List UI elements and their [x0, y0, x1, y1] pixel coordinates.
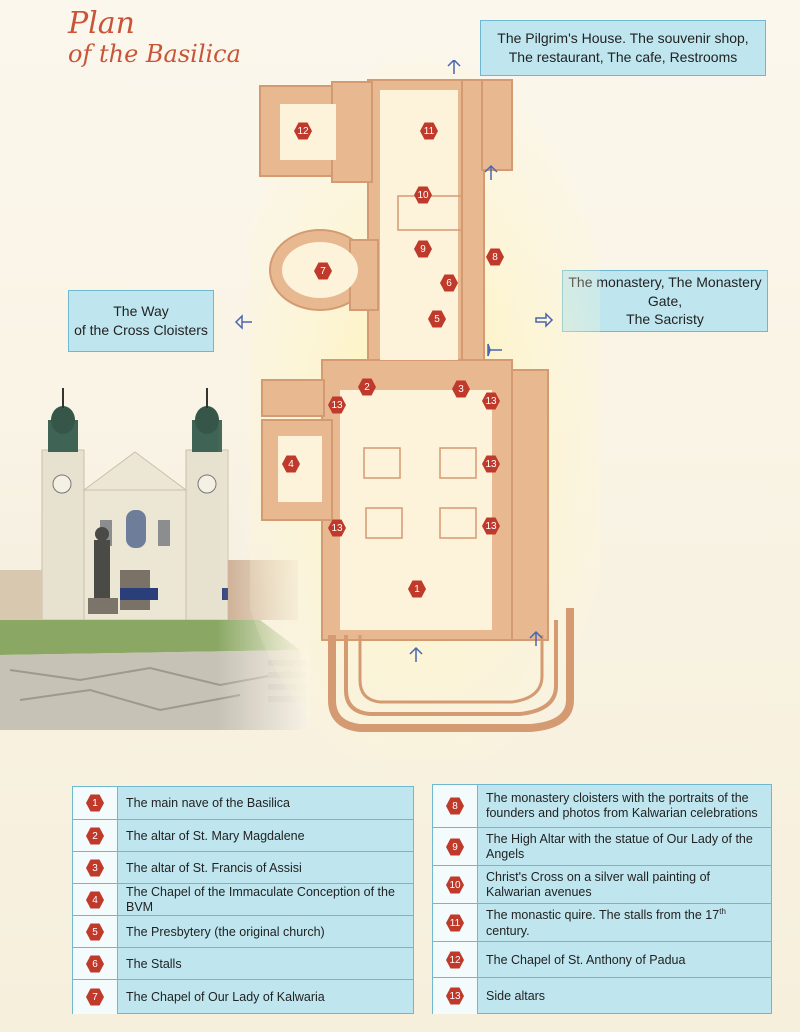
callout-way-of-cross: The Way of the Cross Cloisters: [68, 290, 214, 352]
legend-marker-6: 6: [86, 955, 104, 973]
title-line-2: of the Basilica: [68, 39, 241, 68]
legend-text-4: The Chapel of the Immaculate Conception …: [126, 885, 395, 914]
plan-marker-13[interactable]: 13: [482, 517, 500, 535]
legend-item-10[interactable]: 10 Christ's Cross on a silver wall paint…: [433, 865, 771, 904]
arrow-right-icon: [535, 312, 554, 328]
legend-text-5: The Presbytery (the original church): [126, 924, 325, 939]
legend-item-9[interactable]: 9 The High Altar with the statue of Our …: [433, 827, 771, 866]
legend-marker-4: 4: [86, 891, 104, 909]
legend-text-10: Christ's Cross on a silver wall painting…: [486, 870, 710, 899]
legend-text-9: The High Altar with the statue of Our La…: [486, 832, 753, 861]
callout-pilgrims-house: The Pilgrim's House. The souvenir shop, …: [480, 20, 766, 76]
plan-marker-10[interactable]: 10: [414, 186, 432, 204]
callout-monastery-line-1: The monastery, The Monastery Gate,: [568, 273, 762, 309]
legend-text-7: The Chapel of Our Lady of Kalwaria: [126, 989, 325, 1004]
legend-right: 8 The monastery cloisters with the portr…: [432, 784, 772, 1014]
plan-marker-13[interactable]: 13: [328, 396, 346, 414]
page-title: Plan of the Basilica: [68, 8, 241, 67]
plan-marker-9[interactable]: 9: [414, 240, 432, 258]
callout-pilgrims-house-line-1: The Pilgrim's House. The souvenir shop,: [497, 30, 749, 47]
legend-item-6[interactable]: 6 The Stalls: [73, 947, 413, 980]
legend-text-3: The altar of St. Francis of Assisi: [126, 860, 302, 875]
legend-item-4[interactable]: 4 The Chapel of the Immaculate Conceptio…: [73, 883, 413, 916]
legend-marker-13: 13: [446, 987, 464, 1005]
callout-way-of-cross-line-2: of the Cross Cloisters: [74, 322, 208, 338]
plan-marker-5[interactable]: 5: [428, 310, 446, 328]
arrow-up-icon: [409, 646, 423, 662]
plan-marker-12[interactable]: 12: [294, 122, 312, 140]
legend-marker-5: 5: [86, 923, 104, 941]
arrow-up-icon: [447, 60, 461, 74]
legend-text-1: The main nave of the Basilica: [126, 795, 290, 810]
legend-item-7[interactable]: 7 The Chapel of Our Lady of Kalwaria: [73, 979, 413, 1014]
arrow-left-icon: [487, 343, 502, 357]
plan-marker-8[interactable]: 8: [486, 248, 504, 266]
plan-marker-6[interactable]: 6: [440, 274, 458, 292]
title-line-1: Plan: [68, 6, 135, 41]
legend-marker-11: 11: [446, 914, 464, 932]
plan-marker-11[interactable]: 11: [420, 122, 438, 140]
legend-item-11[interactable]: 11 The monastic quire. The stalls from t…: [433, 903, 771, 942]
plan-stalls: [363, 195, 477, 539]
callout-way-of-cross-line-1: The Way: [113, 303, 169, 320]
legend-marker-10: 10: [446, 876, 464, 894]
plan-arrows: [409, 60, 543, 662]
plan-marker-3[interactable]: 3: [452, 380, 470, 398]
legend-marker-12: 12: [446, 951, 464, 969]
legend-text-8: The monastery cloisters with the portrai…: [486, 791, 758, 820]
legend-marker-7: 7: [86, 988, 104, 1006]
legend-left: 1 The main nave of the Basilica 2 The al…: [72, 786, 414, 1014]
legend-item-3[interactable]: 3 The altar of St. Francis of Assisi: [73, 851, 413, 884]
legend-item-5[interactable]: 5 The Presbytery (the original church): [73, 915, 413, 948]
legend-item-8[interactable]: 8 The monastery cloisters with the portr…: [433, 785, 771, 827]
legend-item-13[interactable]: 13 Side altars: [433, 977, 771, 1014]
legend-text-12: The Chapel of St. Anthony of Padua: [486, 952, 686, 967]
legend-item-2[interactable]: 2 The altar of St. Mary Magdalene: [73, 819, 413, 852]
legend-item-12[interactable]: 12 The Chapel of St. Anthony of Padua: [433, 941, 771, 978]
legend-item-1[interactable]: 1 The main nave of the Basilica: [73, 787, 413, 819]
legend-text-11-b: century.: [486, 923, 530, 938]
plan-marker-13[interactable]: 13: [328, 519, 346, 537]
plan-marker-13[interactable]: 13: [482, 455, 500, 473]
legend-marker-3: 3: [86, 859, 104, 877]
legend-text-11-a: The monastic quire. The stalls from the …: [486, 908, 720, 923]
legend-marker-2: 2: [86, 827, 104, 845]
plan-marker-4[interactable]: 4: [282, 455, 300, 473]
legend-text-6: The Stalls: [126, 956, 182, 971]
arrow-left-icon: [234, 314, 252, 330]
legend-text-13: Side altars: [486, 988, 546, 1003]
arrow-up-icon: [529, 630, 543, 646]
legend-text-11: The monastic quire. The stalls from the …: [478, 907, 771, 938]
callout-monastery-line-2: The Sacristy: [626, 311, 704, 328]
legend-marker-8: 8: [446, 797, 464, 815]
arrow-up-icon: [484, 164, 498, 180]
callout-pilgrims-house-line-2: The restaurant, The cafe, Restrooms: [508, 49, 738, 65]
legend-text-11-sup: th: [719, 907, 726, 917]
plan-marker-7[interactable]: 7: [314, 262, 332, 280]
legend-marker-9: 9: [446, 838, 464, 856]
legend-text-2: The altar of St. Mary Magdalene: [126, 828, 305, 843]
plan-marker-13[interactable]: 13: [482, 392, 500, 410]
legend-marker-1: 1: [86, 794, 104, 812]
plan-marker-1[interactable]: 1: [408, 580, 426, 598]
plan-marker-2[interactable]: 2: [358, 378, 376, 396]
